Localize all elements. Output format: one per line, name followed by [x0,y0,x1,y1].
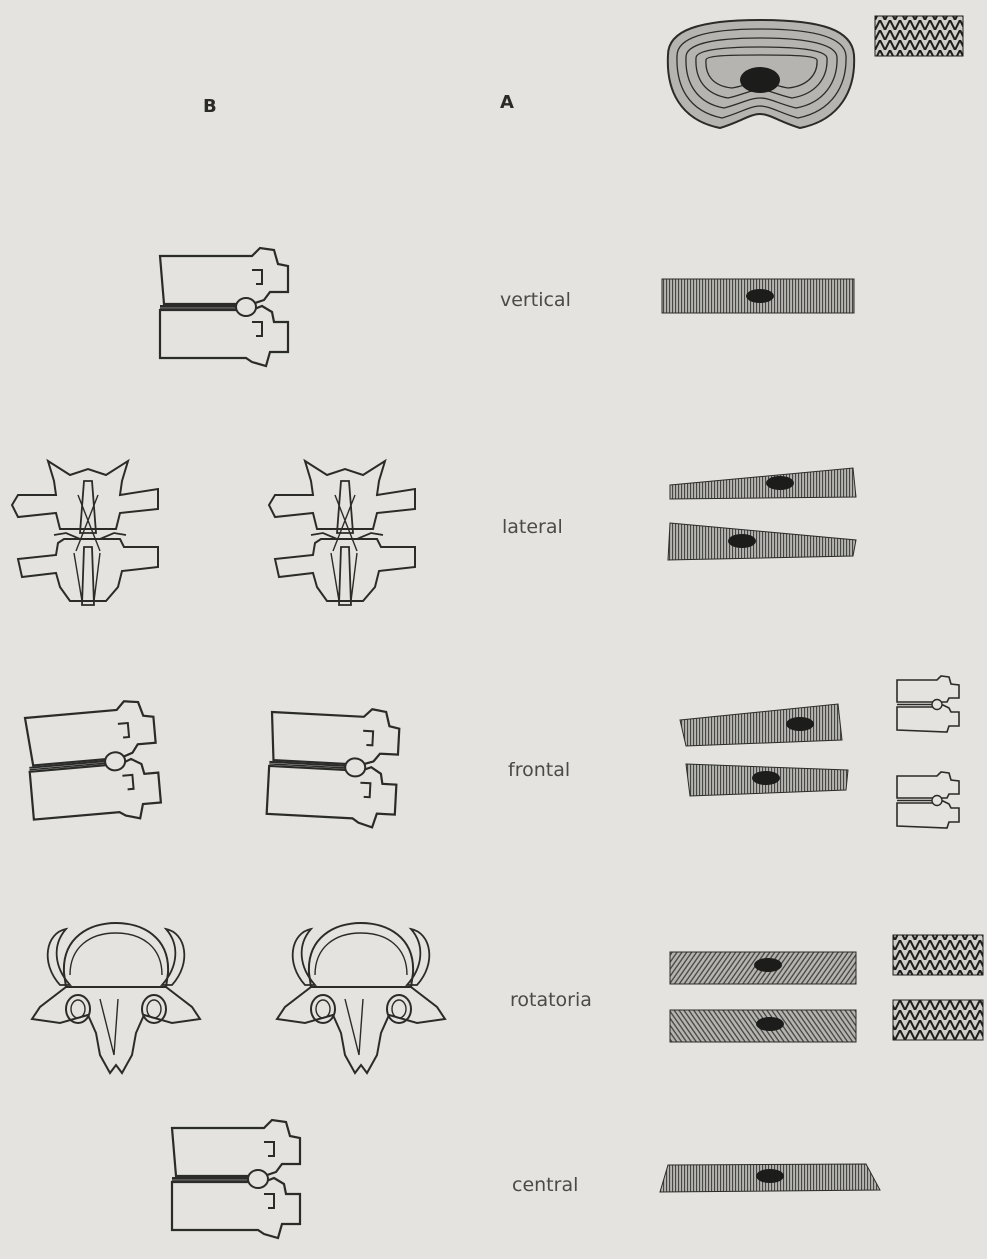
annulus-fibers-detail [875,16,963,56]
disc-lateral-upper [670,468,856,499]
row-lateral: lateral [12,461,856,605]
disc-top-view [668,20,854,128]
label-lateral: lateral [502,516,563,538]
disc-central [660,1164,880,1192]
label-central: central [512,1174,578,1196]
mini-segment-flexion [897,676,959,732]
mini-segment-extension [897,772,959,828]
vertebrae-posterior-view-right [269,461,415,605]
vertebral-segment-side-view [160,248,288,366]
heading-b: B [203,96,217,117]
disc-frontal-upper [680,704,842,746]
vertebra-axial-view-left [32,923,200,1073]
vertebra-axial-view-right [277,923,445,1073]
column-headings: B A [203,92,514,117]
label-frontal: frontal [508,759,570,781]
nucleus-pulposus [740,67,780,93]
row-rotatoria: rotatoria [32,923,983,1073]
disc-lateral-lower [668,523,856,560]
vertebrae-posterior-view-left [12,461,158,605]
disc-frontal-lower [686,764,848,796]
disc-rotatoria-upper [670,952,856,984]
row-central: central [172,1120,880,1238]
vertebral-segment-flexion [24,699,162,828]
disc-rotatoria-lower [670,1010,856,1042]
label-vertical: vertical [500,289,571,311]
disc-vertical [662,279,854,313]
vertebral-segment-side-view-central [172,1120,300,1238]
label-rotatoria: rotatoria [510,989,592,1011]
fiber-detail-upper [893,935,983,975]
heading-a: A [500,92,514,113]
fiber-detail-lower [893,1000,983,1040]
row-vertical: vertical [160,248,854,366]
row-frontal: frontal [24,676,959,829]
vertebral-segment-extension [266,704,400,829]
